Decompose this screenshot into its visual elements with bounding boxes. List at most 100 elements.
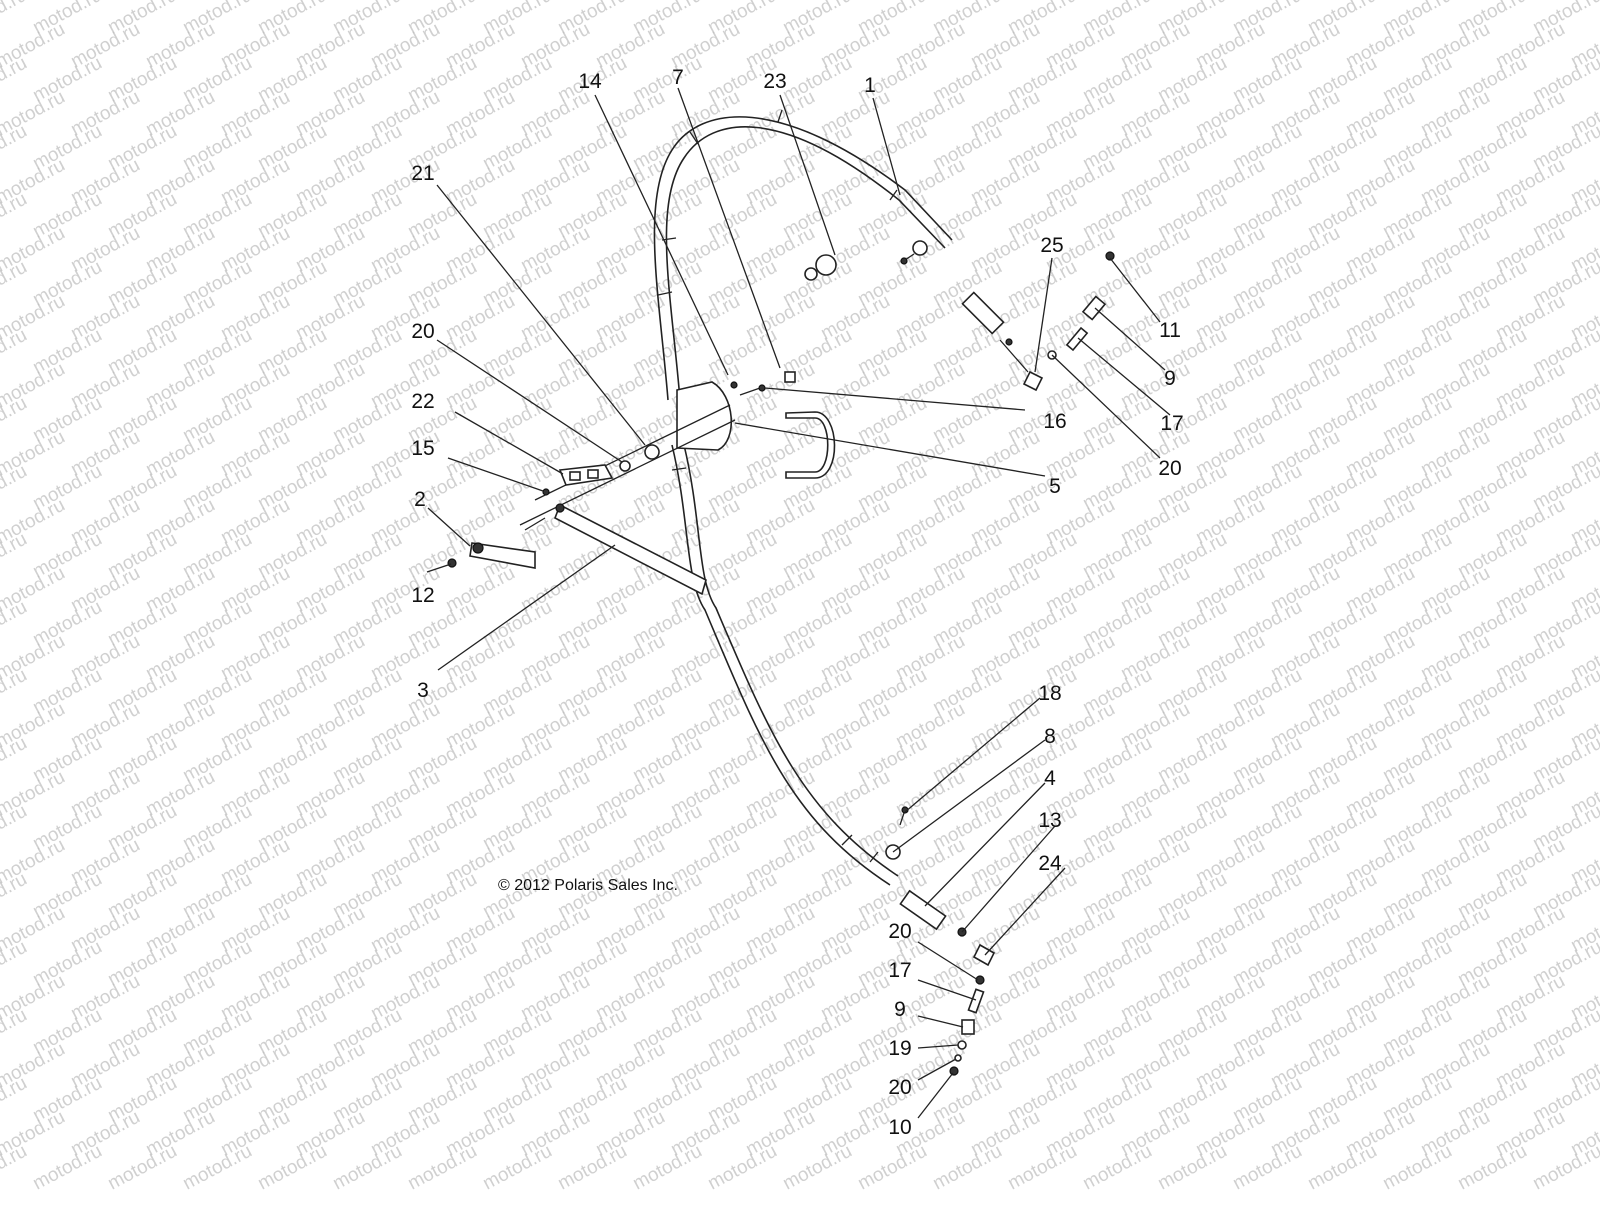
callout-7: 7	[672, 66, 684, 89]
watermark-text: motod.ru	[179, 1141, 255, 1195]
callout-15: 15	[411, 437, 434, 460]
throttle-cable	[653, 109, 1044, 967]
mounting-bracket	[447, 240, 928, 596]
callout-22: 22	[411, 390, 434, 413]
callout-21: 21	[411, 162, 434, 185]
callout-11: 11	[1159, 319, 1181, 342]
watermark-text: motod.ru	[0, 393, 31, 447]
callout-1: 1	[864, 74, 876, 97]
watermark-text: motod.ru	[329, 1141, 405, 1195]
screw-upper	[900, 257, 908, 265]
washer-19	[957, 1040, 967, 1050]
callout-4: 4	[1044, 767, 1056, 790]
callout-14: 14	[578, 70, 602, 93]
watermark-text: motod.ru	[1454, 1141, 1530, 1195]
washer-23	[804, 267, 818, 281]
callout-20-lower: 20	[888, 920, 911, 943]
clamp-22-slot-2	[587, 469, 599, 479]
callout-13: 13	[1038, 809, 1061, 832]
screw-14	[730, 381, 738, 389]
cable-end-sleeve-upper	[961, 291, 1005, 335]
callout-10: 10	[888, 1116, 911, 1139]
pin-17	[1065, 326, 1089, 352]
watermark-text: motod.ru	[1529, 1141, 1600, 1195]
watermark-text: motod.ru	[1229, 1141, 1305, 1195]
nut-11	[1105, 251, 1115, 261]
callout-20-bottom: 20	[888, 1076, 911, 1099]
callout-20-right: 20	[1158, 457, 1181, 480]
watermark-text: motod.ru	[254, 1141, 330, 1195]
watermark-text: motod.ru	[1154, 1141, 1230, 1195]
bar-3	[553, 503, 707, 596]
watermark-text: motod.ru	[779, 1141, 855, 1195]
nut-10	[949, 1066, 959, 1076]
callout-24: 24	[1038, 852, 1062, 875]
watermark-text: motod.ru	[0, 1141, 31, 1195]
callout-9-lower: 9	[894, 998, 906, 1021]
washer-20-bottom	[954, 1054, 962, 1062]
sleeve-9-lower	[961, 1019, 975, 1035]
watermark-text: motod.ru	[0, 461, 31, 515]
callout-9-upper: 9	[1164, 367, 1176, 390]
nut-12	[447, 558, 457, 568]
knob-23	[815, 254, 837, 276]
watermark-text: motod.ru	[1379, 1141, 1455, 1195]
watermark-text: motod.ru	[0, 801, 31, 855]
cable-end-ball-upper	[1005, 338, 1013, 346]
watermark-text: motod.ru	[104, 1141, 180, 1195]
bar-3-pivot	[555, 503, 565, 513]
washer-20	[619, 460, 631, 472]
watermark-text: motod.ru	[0, 189, 31, 243]
watermark-text: motod.ru	[0, 529, 31, 583]
screw-16	[758, 384, 766, 392]
watermark-text: motod.ru	[29, 1141, 105, 1195]
lever-2-pivot	[472, 542, 484, 554]
callout-20-left: 20	[411, 320, 434, 343]
upper-right-hardware	[1047, 251, 1115, 360]
callout-16: 16	[1043, 410, 1066, 433]
watermark-text: motod.ru	[929, 1141, 1005, 1195]
callout-17-upper: 17	[1160, 412, 1183, 435]
callout-17-lower: 17	[888, 959, 911, 982]
callout-2: 2	[414, 488, 426, 511]
nut-20-lower	[975, 975, 985, 985]
watermark-text: motod.ru	[1079, 1141, 1155, 1195]
watermark-text: motod.ru	[0, 257, 31, 311]
u-bolt-5	[785, 411, 836, 479]
clamp-22-slot	[569, 471, 581, 481]
callout-labels: 14 7 23 1 21 25 11 20 9 22 16 17 15 20 2…	[411, 66, 1183, 1139]
watermark-text: motod.ru	[1004, 1141, 1080, 1195]
watermark-text: motod.ru	[554, 1141, 630, 1195]
watermark-text: motod.ru	[0, 665, 31, 719]
callout-25: 25	[1040, 234, 1063, 257]
watermark-text: motod.ru	[0, 937, 31, 991]
washer-21	[644, 444, 660, 460]
watermark-text: motod.ru	[0, 597, 31, 651]
watermark-text: motod.ru	[0, 0, 31, 38]
callout-8: 8	[1044, 725, 1056, 748]
callout-5: 5	[1049, 475, 1061, 498]
cable-end-fitting-25	[1022, 370, 1044, 392]
watermark-text: motod.ru	[0, 121, 31, 175]
watermark-text: motod.ru	[0, 733, 31, 787]
watermark-text: motod.ru	[404, 1141, 480, 1195]
watermark-text: motod.ru	[1304, 1141, 1380, 1195]
watermark-text: motod.ru	[0, 869, 31, 923]
watermark-text: motod.ru	[0, 1073, 31, 1127]
callout-12: 12	[411, 584, 434, 607]
callout-23: 23	[763, 70, 786, 93]
copyright-notice: © 2012 Polaris Sales Inc.	[498, 877, 678, 894]
washer-upper	[912, 240, 928, 256]
watermark-text: motod.ru	[479, 1141, 555, 1195]
lever-2	[469, 542, 536, 569]
watermark-text: motod.ru	[0, 325, 31, 379]
nut-15	[542, 488, 550, 496]
callout-3: 3	[417, 679, 429, 702]
watermark-text: motod.ru	[0, 53, 31, 107]
leader-lines	[426, 87, 1171, 1119]
watermark-text: motod.ru	[629, 1141, 705, 1195]
spacer-7	[784, 371, 796, 383]
